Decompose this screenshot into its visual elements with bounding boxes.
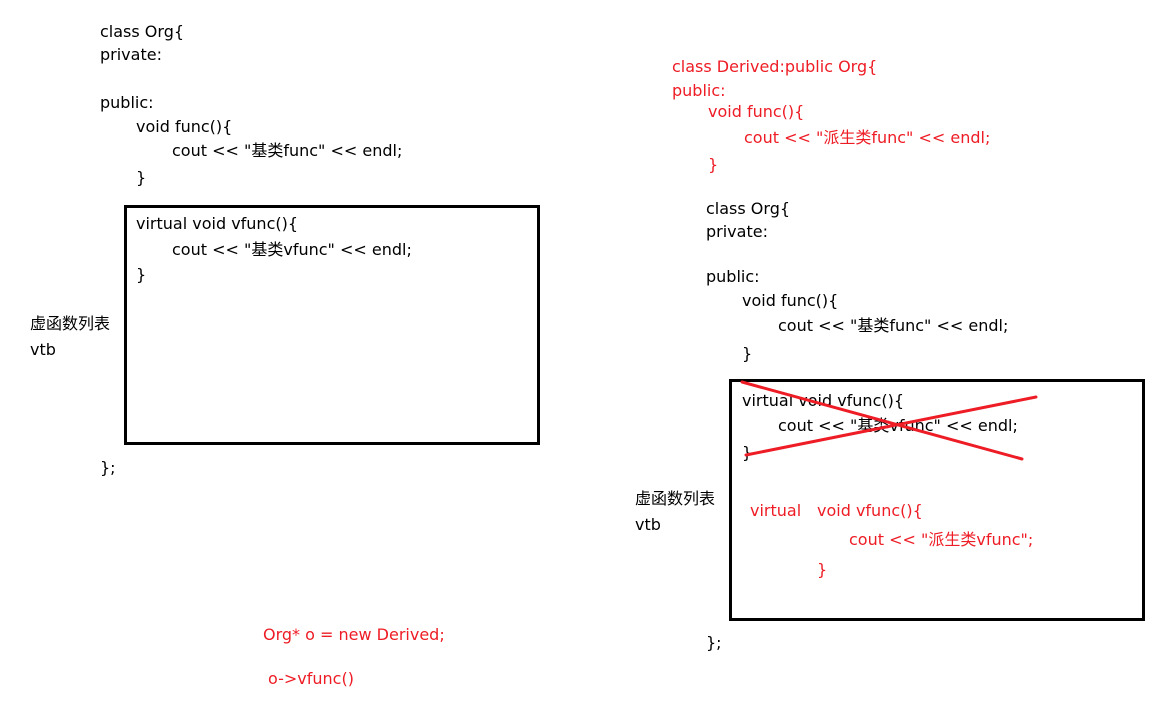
right-private-label: private: [706,222,768,241]
right-class-header: class Org{ [706,199,791,218]
left-public-label: public: [100,93,154,112]
derived-class-header: class Derived:public Org{ [672,57,878,76]
crossed-vfunc-body: cout << "基类vfunc" << endl; [778,416,1018,435]
derived-func-close: } [708,155,719,174]
left-class-header: class Org{ [100,22,185,41]
new-derived-line: Org* o = new Derived; [263,625,445,644]
derived-vfunc-close: } [817,560,828,579]
crossed-vfunc-decl: virtual void vfunc(){ [742,391,905,410]
right-public-label: public: [706,267,760,286]
right-func-decl: void func(){ [742,291,839,310]
derived-public-label: public: [672,81,726,100]
left-class-close: }; [100,458,116,477]
right-func-body: cout << "基类func" << endl; [778,316,1009,335]
left-vfunc-body: cout << "基类vfunc" << endl; [172,240,412,259]
derived-func-decl: void func(){ [708,102,805,121]
right-class-close: }; [706,633,722,652]
derived-vfunc-decl: void vfunc(){ [817,501,923,520]
vfunc-call-line: o->vfunc() [268,669,354,688]
right-vtable-label: 虚函数列表 [635,489,716,508]
derived-func-body: cout << "派生类func" << endl; [744,128,991,147]
left-private-label: private: [100,45,162,64]
left-vfunc-decl: virtual void vfunc(){ [136,214,299,233]
left-vtable-label: 虚函数列表 [30,314,111,333]
crossed-vfunc-close: } [742,443,753,462]
derived-vfunc-body: cout << "派生类vfunc"; [849,530,1034,549]
left-func-close: } [136,168,147,187]
right-func-close: } [742,344,753,363]
left-vtb-label: vtb [30,340,56,359]
left-func-decl: void func(){ [136,117,233,136]
left-vtable-box [124,205,540,445]
left-func-body: cout << "基类func" << endl; [172,141,403,160]
left-vfunc-close: } [136,265,147,284]
derived-vfunc-virtual: virtual [750,501,802,520]
right-vtb-label: vtb [635,515,661,534]
